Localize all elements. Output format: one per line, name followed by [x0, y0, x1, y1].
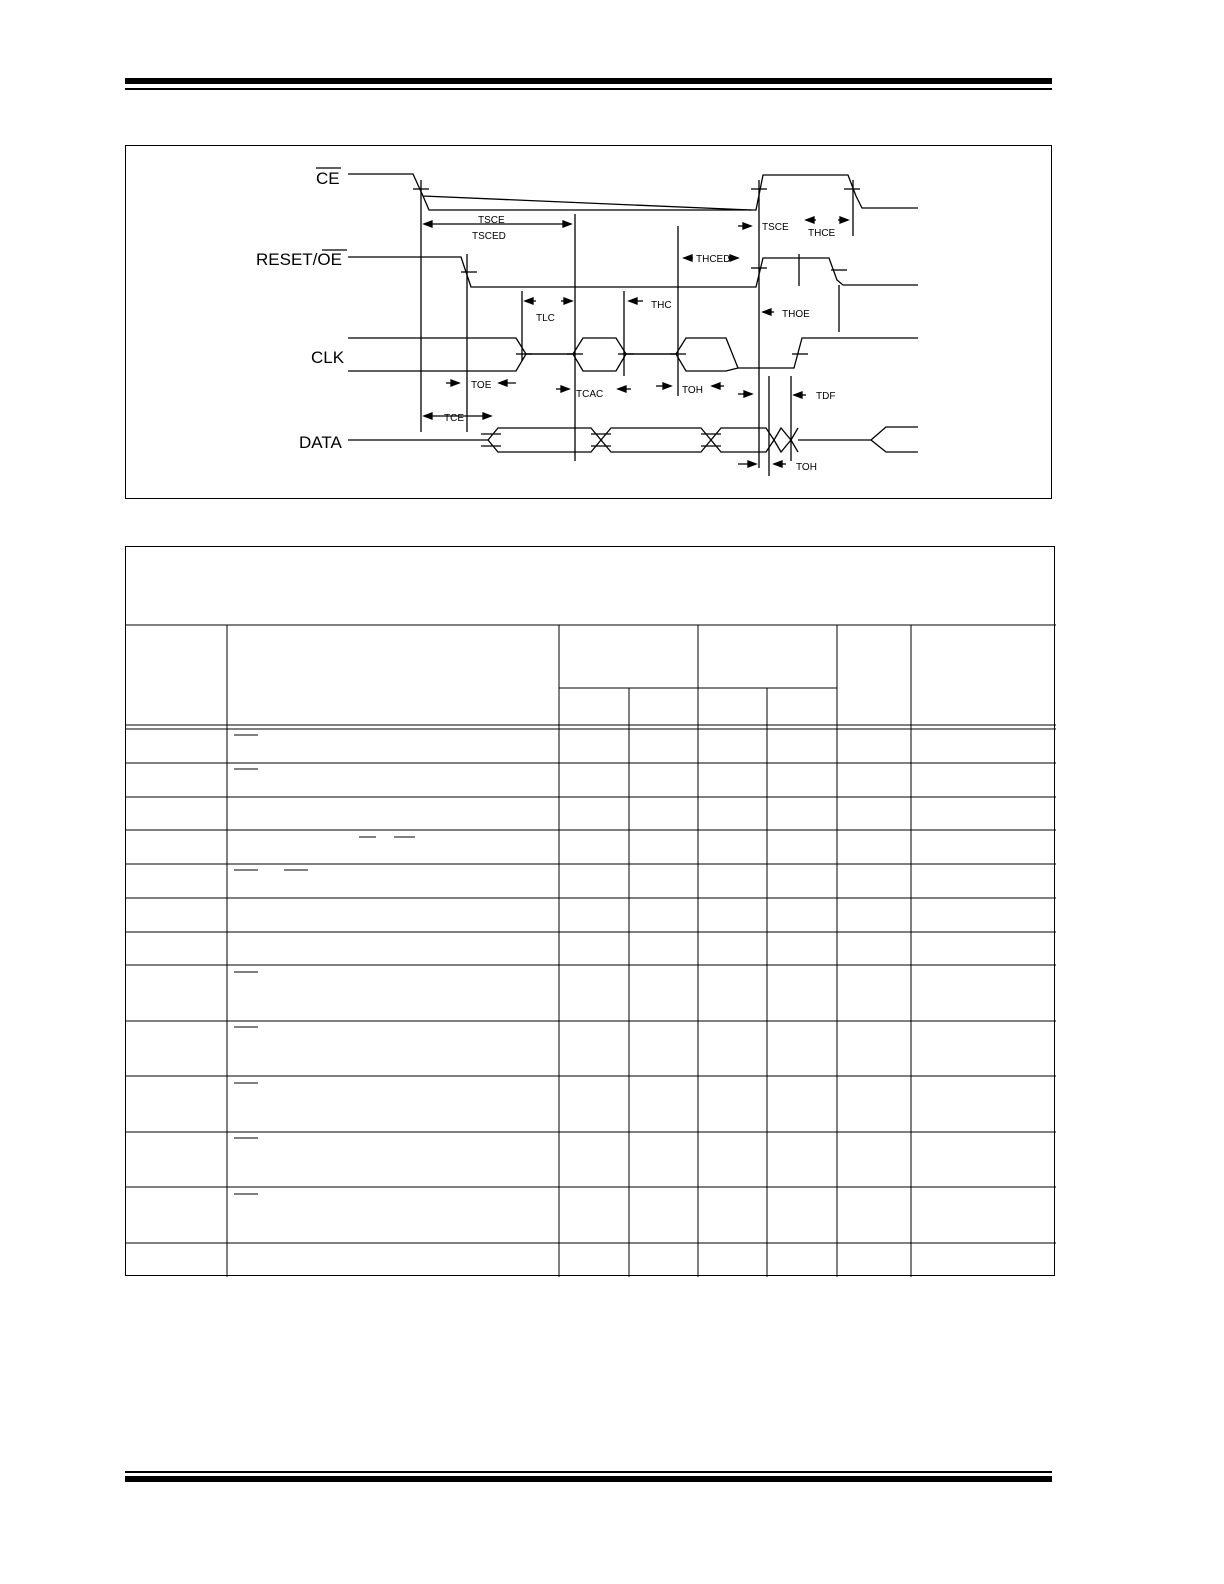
label-tsce: TSCE [478, 215, 505, 226]
signal-ce-label: CE [316, 169, 340, 188]
label-toh: TOH [682, 385, 703, 396]
label-tsced: TSCED [472, 231, 506, 242]
label-tcac: TCAC [576, 389, 603, 400]
label-thced: THCED [696, 254, 730, 265]
data-next-top [870, 426, 918, 441]
label-thoe: THOE [782, 309, 810, 320]
clk-waveform-high [348, 337, 918, 369]
clk-waveform-low [348, 353, 739, 372]
label-tsce-right: TSCE [762, 222, 789, 233]
signal-reset-oe-label: RESET/OE [256, 250, 342, 269]
ce-low-segment [422, 195, 751, 211]
label-tce: TCE [444, 413, 464, 424]
data-bus-top [487, 426, 799, 442]
header-rule-thick [125, 78, 1052, 84]
signal-clk-label: CLK [311, 348, 345, 367]
data-next-bottom [870, 439, 918, 453]
ce-waveform [348, 173, 918, 211]
crossing-ticks [413, 188, 860, 447]
label-toh-bottom: TOH [796, 462, 817, 473]
label-thc: THC [651, 300, 672, 311]
footer-rule-thick [125, 1476, 1052, 1482]
ac-characteristics-table [125, 546, 1056, 1277]
footer-rule-thin [125, 1471, 1052, 1473]
timing-arrows [422, 216, 850, 468]
reset-oe-waveform [348, 256, 918, 288]
data-bus-bottom [487, 438, 799, 454]
overbar-marks [234, 734, 415, 1195]
label-thce: THCE [808, 228, 836, 239]
timing-diagram: CE RESET/OE CLK DATA [125, 145, 1052, 499]
label-tdf: TDF [816, 391, 835, 402]
table-row-dividers [126, 762, 1056, 1244]
signal-data-label: DATA [299, 433, 342, 452]
label-toe: TOE [471, 380, 492, 391]
label-tlc: TLC [536, 313, 555, 324]
header-rule-thin [125, 88, 1052, 90]
